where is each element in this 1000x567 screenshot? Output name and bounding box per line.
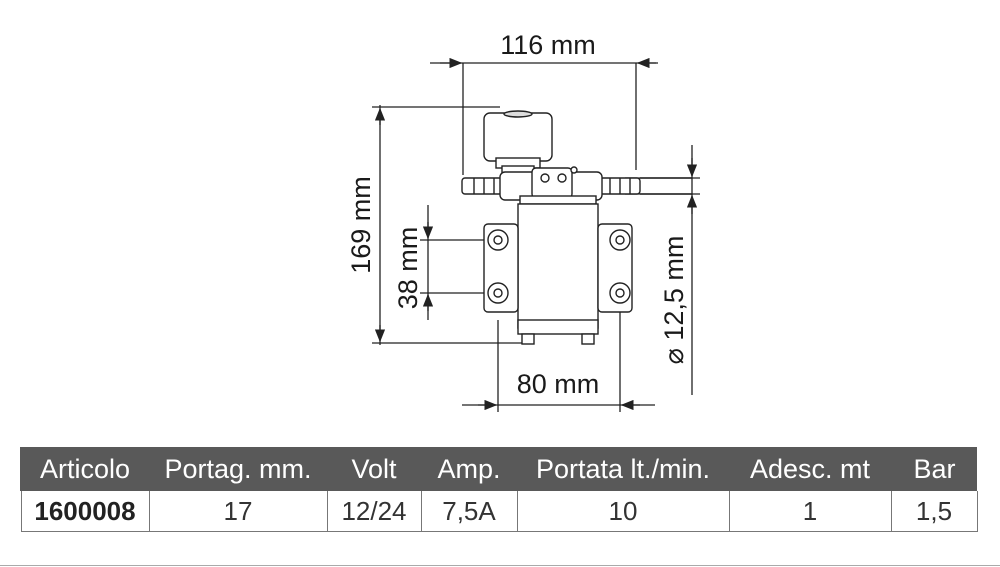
dimension-label-width-top: 116 mm: [500, 30, 596, 60]
cell-amp: 7,5A: [420, 491, 517, 532]
cell-portata: 10: [516, 491, 729, 532]
table-header-row: Articolo Portag. mm. Volt Amp. Portata l…: [20, 447, 977, 491]
header-portata: Portata lt./min.: [516, 447, 729, 491]
bottom-divider: [0, 565, 1000, 566]
header-adesc: Adesc. mt: [728, 447, 891, 491]
dimension-label-mount-spacing: 38 mm: [393, 227, 423, 310]
dimension-label-height-total: 169 mm: [346, 176, 376, 274]
cell-adesc: 1: [728, 491, 891, 532]
cell-volt: 12/24: [326, 491, 421, 532]
header-portag: Portag. mm.: [148, 447, 327, 491]
header-volt: Volt: [326, 447, 421, 491]
dimension-label-width-base: 80 mm: [517, 369, 600, 399]
header-articolo: Articolo: [20, 447, 149, 491]
specification-table: Articolo Portag. mm. Volt Amp. Portata l…: [20, 447, 978, 532]
table-row: 1600008 17 12/24 7,5A 10 1 1,5: [20, 491, 978, 532]
pump-drawing: [461, 110, 692, 345]
dimension-label-hose-diameter: ⌀ 12,5 mm: [659, 236, 689, 365]
cell-bar: 1,5: [890, 491, 978, 532]
header-bar: Bar: [890, 447, 977, 491]
cell-portag: 17: [148, 491, 327, 532]
pump-technical-drawing: 116 mm 169 mm 38 mm ⌀ 12,5 mm 80 mm: [346, 30, 700, 412]
header-amp: Amp.: [420, 447, 517, 491]
cell-articolo: 1600008: [20, 491, 149, 532]
